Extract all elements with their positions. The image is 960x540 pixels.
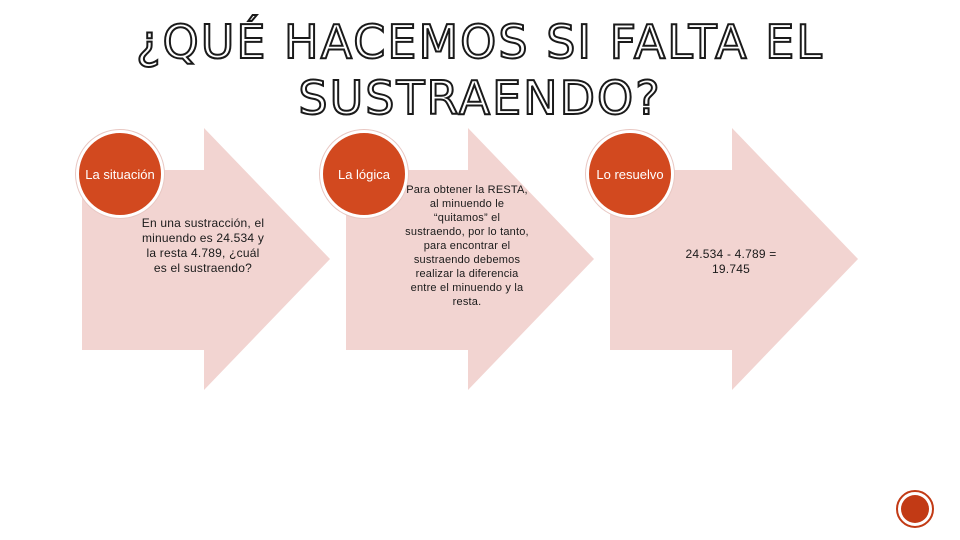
- step-text-resuelvo: 24.534 - 4.789 = 19.745: [685, 247, 777, 276]
- step-heading: Lo resuelvo: [596, 166, 664, 182]
- step-heading: La situación: [85, 166, 155, 182]
- step-circle-situacion: La situación: [76, 130, 164, 218]
- slide-number-badge: [896, 490, 934, 528]
- arrow-shape: [346, 128, 594, 390]
- step-arrow-3: [610, 128, 880, 390]
- step-text-situacion: En una sustracción, el minuendo es 24.53…: [141, 216, 265, 275]
- step-circle-resuelvo: Lo resuelvo: [586, 130, 674, 218]
- step-arrow-2: [346, 128, 616, 390]
- slide-number-dot: [901, 495, 929, 523]
- slide-title: ¿QUÉ HACEMOS SI FALTA EL SUSTRAENDO?: [135, 14, 824, 126]
- arrow-shape: [610, 128, 858, 390]
- step-text-logica: Para obtener la RESTA, al minuendo le “q…: [405, 184, 529, 308]
- step-heading: La lógica: [337, 166, 391, 182]
- step-circle-logica: La lógica: [320, 130, 408, 218]
